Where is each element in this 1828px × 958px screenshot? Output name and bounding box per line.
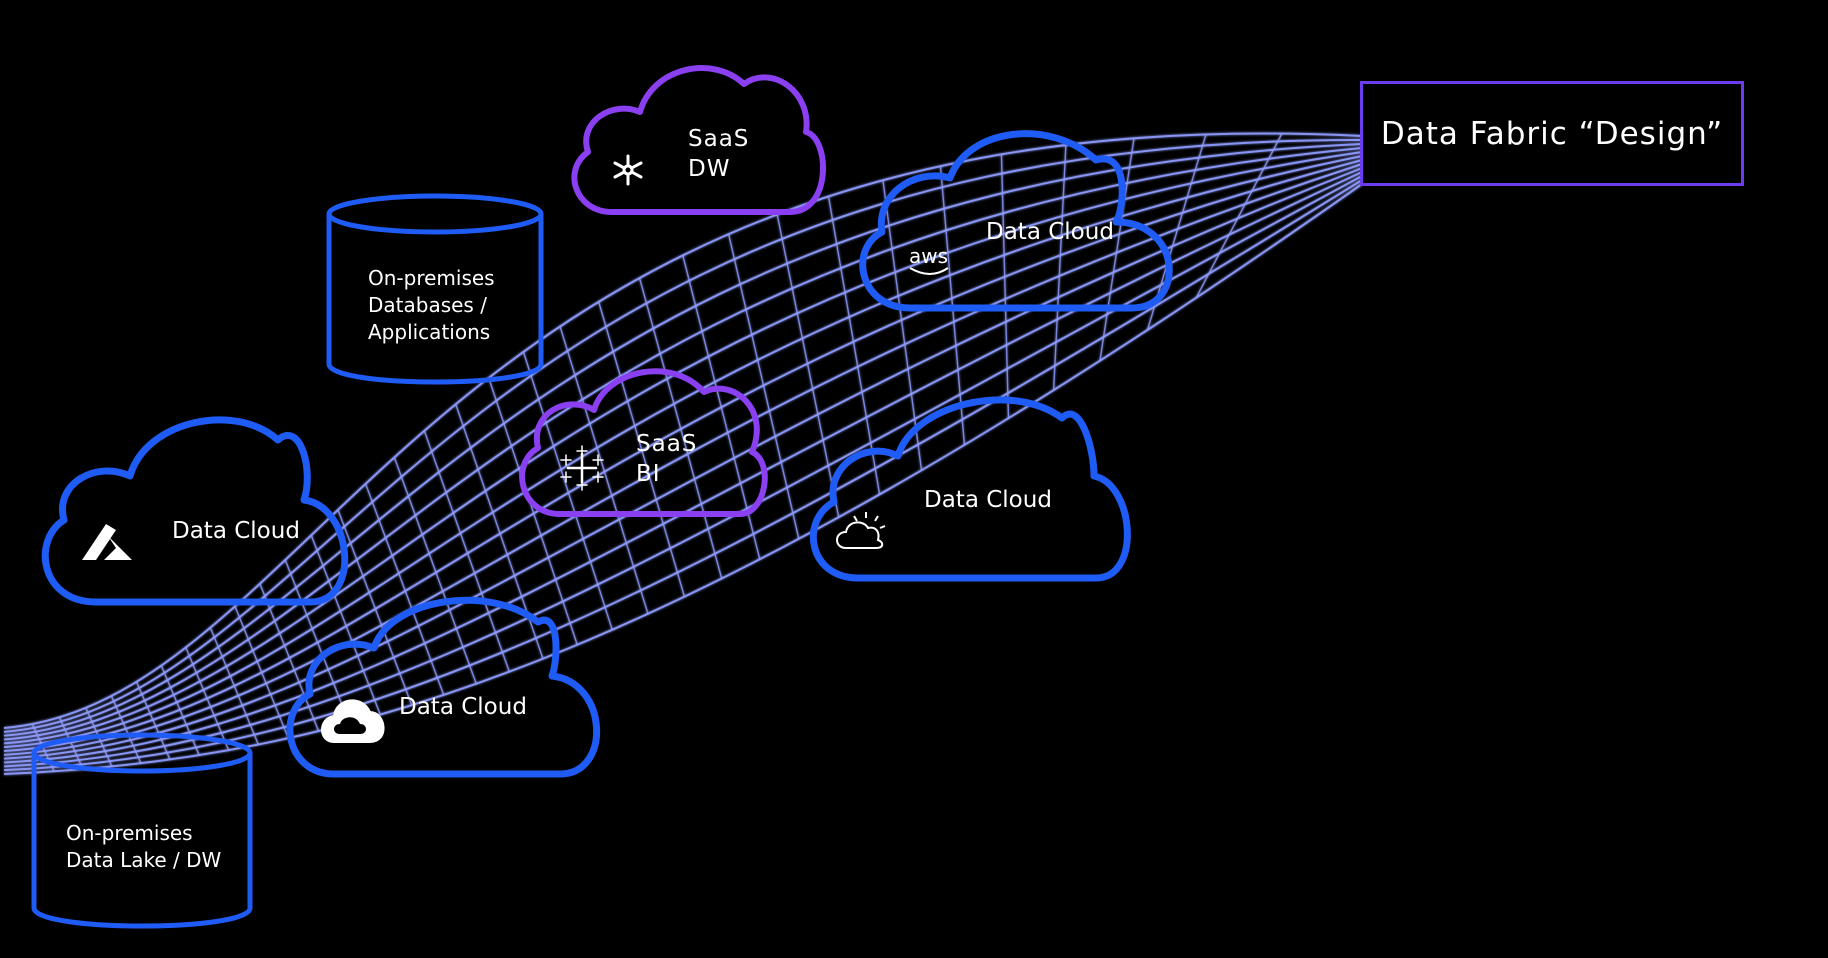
mesh-strand xyxy=(3,143,1363,737)
cylinder-shape xyxy=(326,193,544,385)
ibm-cloud-icon xyxy=(836,512,886,549)
mesh-crosslink xyxy=(1099,138,1135,361)
mesh-strand xyxy=(3,175,1363,768)
label-onprem-lake: On-premises Data Lake / DW xyxy=(66,821,222,872)
mesh-crosslink xyxy=(488,377,578,645)
label-onprem-db: On-premises Databases / Applications xyxy=(368,266,495,344)
mesh-crosslink xyxy=(310,535,381,715)
node-onprem-db xyxy=(326,193,544,385)
mesh-crosslink xyxy=(364,483,445,696)
node-onprem-lake xyxy=(31,732,253,929)
cylinder-shape xyxy=(31,732,253,929)
node-ibm-cloud xyxy=(809,396,1131,582)
mesh-crosslink xyxy=(682,255,761,560)
mesh-crosslink xyxy=(598,301,686,597)
mesh-crosslink xyxy=(559,326,649,614)
mesh-crosslink xyxy=(1052,144,1067,391)
mesh-crosslink xyxy=(522,351,613,631)
google-cloud-icon xyxy=(321,699,385,743)
cloud-shape xyxy=(519,368,768,517)
node-saas-dw xyxy=(571,65,826,215)
azure-icon xyxy=(82,524,132,560)
mesh-strand xyxy=(3,183,1363,775)
mesh-crosslink xyxy=(284,559,350,724)
label-saas-dw: SaaS DW xyxy=(688,126,750,182)
mesh-crosslink xyxy=(638,277,723,579)
mesh-crosslink xyxy=(1195,133,1283,299)
node-azure-cloud xyxy=(41,416,349,606)
label-google-cloud: Data Cloud xyxy=(399,694,527,720)
mesh-crosslink xyxy=(1000,154,1010,419)
mesh-crosslink xyxy=(185,647,230,751)
mesh-strand xyxy=(3,138,1363,733)
mesh-crosslink xyxy=(110,695,142,764)
mesh-crosslink xyxy=(727,233,800,539)
mesh-strand xyxy=(3,147,1363,741)
cloud-shape xyxy=(571,65,826,215)
mesh-crosslink xyxy=(882,180,923,471)
svg-text:aws: aws xyxy=(909,244,948,268)
mesh-crosslink xyxy=(209,627,259,745)
node-saas-bi xyxy=(519,368,768,517)
snowflake-icon xyxy=(613,154,643,186)
label-saas-bi: SaaS BI xyxy=(636,431,698,487)
tableau-icon xyxy=(560,445,604,491)
cloud-shape xyxy=(809,396,1131,582)
fabric-mesh xyxy=(3,132,1363,775)
mesh-strand xyxy=(3,163,1363,756)
mesh-strand xyxy=(3,171,1363,764)
mesh-crosslink xyxy=(259,583,320,732)
node-aws-cloud: aws xyxy=(859,130,1173,312)
mesh-strand xyxy=(3,179,1363,772)
mesh-crosslink xyxy=(827,196,881,495)
mesh-crosslink xyxy=(393,457,477,685)
node-google-cloud xyxy=(286,596,601,778)
diagram-title: Data Fabric “Design” xyxy=(1380,115,1724,152)
mesh-crosslink xyxy=(423,430,510,672)
aws-icon: aws xyxy=(909,244,949,275)
cloud-shape xyxy=(286,596,601,778)
label-aws-cloud: Data Cloud xyxy=(986,219,1114,245)
cloud-shape xyxy=(41,416,349,606)
mesh-crosslink xyxy=(160,665,200,756)
mesh-crosslink xyxy=(455,404,544,659)
label-ibm-cloud: Data Cloud xyxy=(924,487,1052,513)
mesh-crosslink xyxy=(234,606,289,739)
label-azure-cloud: Data Cloud xyxy=(172,518,300,544)
mesh-crosslink xyxy=(337,509,413,706)
mesh-crosslink xyxy=(135,681,171,760)
cloud-shape xyxy=(859,130,1173,312)
mesh-strand xyxy=(3,159,1363,752)
title-box: Data Fabric “Design” xyxy=(1360,81,1744,186)
mesh-crosslink xyxy=(776,214,840,518)
mesh-crosslink xyxy=(58,716,84,770)
